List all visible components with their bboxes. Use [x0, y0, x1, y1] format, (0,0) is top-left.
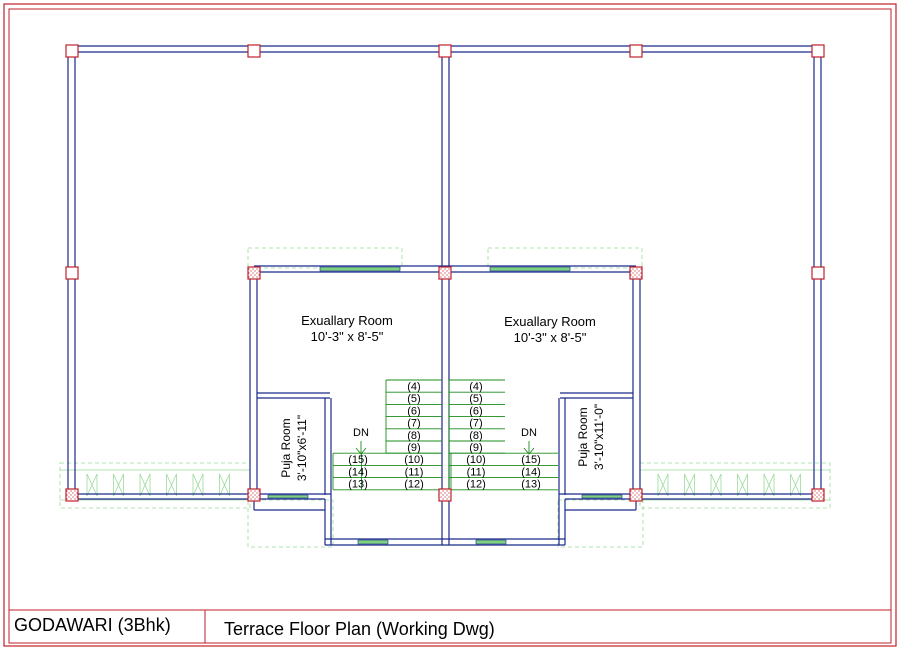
stair-step-label: (6) — [469, 405, 482, 417]
balcony-railing-left — [60, 469, 250, 501]
stair-step-label: (15) — [521, 454, 541, 466]
stair-step-label: (5) — [407, 393, 420, 405]
stair-step-label: (4) — [407, 381, 420, 393]
room-label-left: Exuallary Room — [301, 313, 393, 328]
stair-step-label: (14) — [348, 466, 368, 478]
stair-step-label: (9) — [407, 442, 420, 454]
stair-step-label: (10) — [466, 454, 486, 466]
column-hatched-5 — [438, 488, 452, 502]
staircase-right — [448, 379, 558, 491]
sheet-border-inner — [8, 8, 892, 644]
stair-step-label: (11) — [467, 466, 486, 478]
room-size-right: 10'-3" x 8'-5" — [514, 330, 587, 345]
puja-size-left: 3'-10"x6'-11" — [295, 415, 309, 481]
stair-step-label: (10) — [404, 454, 424, 466]
column-hatched-1 — [438, 266, 452, 280]
room-label-right: Exuallary Room — [504, 314, 596, 329]
puja-label-right: Puja Room — [576, 407, 590, 466]
column-hatched-7 — [811, 488, 825, 502]
column-2 — [438, 44, 452, 58]
windows — [267, 266, 623, 545]
staircase-left — [332, 379, 442, 491]
stair-step-label: (9) — [469, 442, 482, 454]
column-hatched-2 — [629, 266, 643, 280]
column-4 — [811, 44, 825, 58]
stair-numbers: (4)(5)(6)(7)(8)(9)(10)(11)(12)(15)(14)(1… — [348, 381, 541, 491]
sheet-border-outer — [3, 3, 897, 647]
stair-step-label: (12) — [466, 479, 486, 491]
stair-step-label: (7) — [407, 418, 420, 430]
balcony-railing-right — [640, 469, 830, 501]
stair-step-label: (6) — [407, 405, 420, 417]
stair-step-label: (13) — [348, 479, 368, 491]
stair-step-label: (8) — [469, 430, 482, 442]
dn-label-right: DN — [521, 427, 537, 439]
stair-step-label: (8) — [407, 430, 420, 442]
puja-label-left: Puja Room — [279, 418, 293, 477]
inner-walls — [249, 265, 641, 546]
project-name: GODAWARI (3Bhk) — [14, 615, 171, 635]
dn-label-left: DN — [353, 427, 369, 439]
dn-arrows — [355, 441, 535, 455]
stair-step-label: (12) — [404, 479, 424, 491]
stair-step-label: (11) — [405, 466, 424, 478]
structural-columns — [65, 44, 825, 502]
column-6 — [811, 266, 825, 280]
column-5 — [65, 266, 79, 280]
stair-step-label: (7) — [469, 418, 482, 430]
room-size-left: 10'-3" x 8'-5" — [311, 329, 384, 344]
stair-step-label: (14) — [521, 466, 541, 478]
column-hatched-6 — [629, 488, 643, 502]
puja-size-right: 3'-10"x11'-0" — [592, 404, 606, 470]
column-hatched-4 — [247, 488, 261, 502]
stair-step-label: (13) — [521, 479, 541, 491]
column-3 — [629, 44, 643, 58]
stair-step-label: (15) — [348, 454, 368, 466]
dashed-outlines — [59, 247, 831, 548]
column-hatched-3 — [65, 488, 79, 502]
stair-step-label: (4) — [469, 381, 482, 393]
drawing-title: Terrace Floor Plan (Working Dwg) — [224, 619, 495, 639]
column-0 — [65, 44, 79, 58]
column-hatched-0 — [247, 266, 261, 280]
column-1 — [247, 44, 261, 58]
stair-step-label: (5) — [469, 393, 482, 405]
